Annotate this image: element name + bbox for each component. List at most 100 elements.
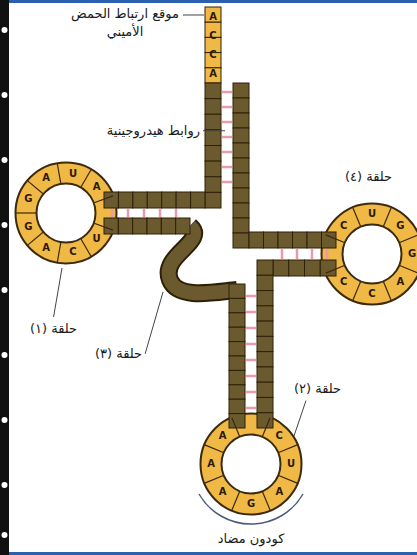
- part-label: حلقة (٢): [294, 380, 341, 398]
- nucleotide-cell: [264, 232, 279, 248]
- hydrogen-bond: [296, 249, 299, 259]
- nucleotide-letter: U: [93, 234, 101, 244]
- nucleotide-cell: [205, 68, 221, 83]
- hydrogen-bond: [281, 249, 284, 259]
- nucleotide-cell: [257, 413, 273, 428]
- cell-divider: [383, 208, 391, 226]
- nucleotide-letter: A: [42, 243, 50, 253]
- nucleotide-cell: [133, 218, 147, 234]
- leader-line: [145, 292, 163, 354]
- nucleotide-cell: [322, 232, 337, 248]
- nucleotide-cell: [289, 260, 305, 276]
- stem-strand: [205, 7, 221, 83]
- nucleotide-cell: [233, 233, 249, 248]
- cell-divider: [28, 181, 43, 194]
- nucleotide-letter: C: [209, 31, 216, 41]
- nucleotide-cell: [233, 128, 249, 143]
- cell-divider: [205, 475, 223, 483]
- nucleotide-cell: [147, 192, 161, 208]
- nucleotide-cell: [233, 158, 249, 173]
- hydrogen-bond: [111, 209, 114, 217]
- nucleotide-cell: [205, 177, 221, 193]
- stem-strand: [233, 83, 249, 248]
- loop-1-ring: [26, 173, 106, 253]
- part-label: موقع ارتباط الحمض الأميني: [70, 5, 180, 40]
- hydrogen-bond: [246, 295, 256, 298]
- nucleotide-letter: G: [24, 222, 32, 232]
- hydrogen-bond: [311, 249, 314, 259]
- stem-strand: [249, 232, 336, 248]
- hydrogen-bond: [222, 151, 232, 154]
- cell-divider: [383, 282, 391, 300]
- nucleotide-cell: [229, 327, 245, 341]
- hydrogen-bond: [143, 209, 146, 217]
- nucleotide-letter: A: [209, 12, 217, 22]
- part-label: روابط هيدروجينية: [107, 122, 200, 140]
- nucleotide-cell: [257, 336, 273, 351]
- nucleotide-cell: [257, 306, 273, 321]
- nucleotide-cell: [257, 352, 273, 367]
- cell-divider: [326, 265, 344, 273]
- nucleotide-cell: [229, 370, 245, 384]
- hydrogen-bonds: [282, 249, 327, 259]
- nucleotide-cell: [229, 356, 245, 370]
- nucleotide-letter: U: [69, 169, 77, 179]
- nucleotide-cell: [229, 414, 245, 428]
- cell-divider: [262, 492, 270, 510]
- hydrogen-bond: [222, 166, 232, 169]
- nucleotide-letter: A: [207, 459, 215, 469]
- nucleotide-cell: [229, 399, 245, 413]
- nucleotide-cell: [229, 342, 245, 356]
- cell-divider: [94, 196, 113, 203]
- nucleotide-cell: [257, 382, 273, 397]
- nucleotide-cell: [205, 130, 221, 146]
- nucleotide-letter: U: [287, 459, 295, 469]
- nucleotide-cell: [104, 192, 118, 208]
- nucleotide-letter: A: [219, 487, 227, 497]
- nucleotide-cell: [191, 192, 205, 208]
- cell-divider: [57, 164, 60, 184]
- hydrogen-bond: [222, 91, 232, 94]
- nucleotide-cell: [229, 313, 245, 327]
- page-edge: [0, 0, 9, 555]
- cell-divider: [232, 418, 240, 436]
- nucleotide-letter: C: [368, 289, 375, 299]
- nucleotide-cell: [320, 260, 336, 276]
- hydrogen-bond: [175, 209, 178, 217]
- top-rule: [0, 0, 417, 3]
- nucleotide-letter: C: [276, 431, 283, 441]
- nucleotide-cell: [176, 192, 190, 208]
- hydrogen-bond: [326, 249, 329, 259]
- nucleotide-cell: [233, 113, 249, 128]
- hydrogen-bond: [222, 106, 232, 109]
- nucleotide-cell: [205, 146, 221, 162]
- leader-line: [294, 401, 306, 436]
- leader-line: [54, 268, 62, 317]
- cell-divider: [326, 235, 344, 243]
- hydrogen-bond: [222, 121, 232, 124]
- hydrogen-bond: [246, 375, 256, 378]
- nucleotide-letter: G: [24, 194, 32, 204]
- nucleotide-cell: [257, 397, 273, 412]
- cell-divider: [353, 282, 361, 300]
- cell-divider: [57, 243, 60, 263]
- nucleotide-letter: C: [340, 221, 347, 231]
- nucleotide-cell: [257, 275, 273, 290]
- stem-strand: [229, 284, 245, 428]
- nucleotide-cell: [205, 83, 221, 99]
- hydrogen-bond: [246, 359, 256, 362]
- nucleotide-cell: [133, 192, 147, 208]
- hydrogen-bond: [246, 311, 256, 314]
- nucleotide-cell: [233, 98, 249, 113]
- cell-divider: [205, 445, 223, 453]
- nucleotide-cell: [229, 385, 245, 399]
- stem-strand: [257, 260, 273, 428]
- nucleotide-cell: [161, 218, 175, 234]
- nucleotide-cell: [273, 260, 289, 276]
- nucleotide-cell: [233, 188, 249, 203]
- leader-line: [203, 130, 225, 131]
- nucleotide-letter: U: [368, 209, 376, 219]
- nucleotide-letter: C: [340, 277, 347, 287]
